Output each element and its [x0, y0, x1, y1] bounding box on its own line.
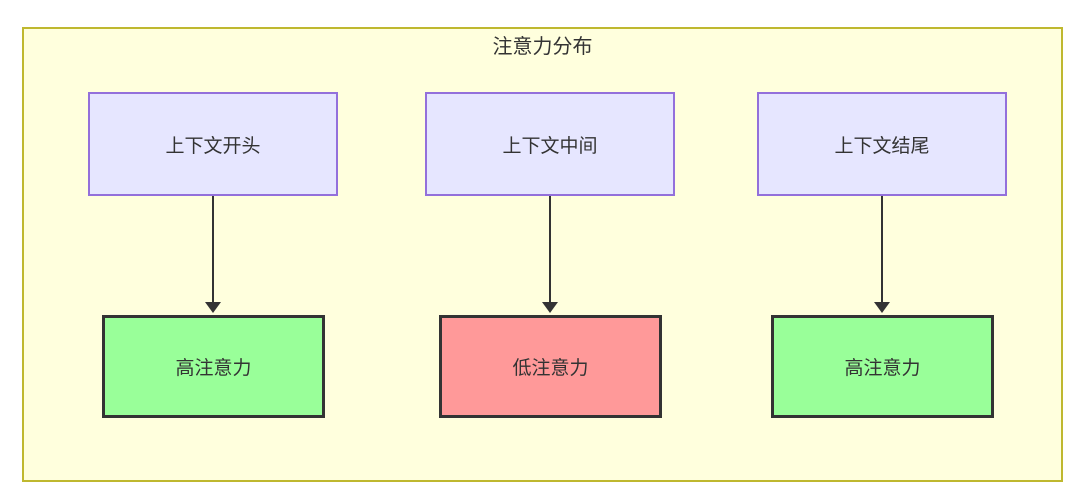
edge-arrowhead-context-start-to-attention — [205, 302, 221, 313]
edge-line-context-start-to-attention — [212, 196, 214, 302]
edge-arrowhead-context-end-to-attention — [874, 302, 890, 313]
edge-line-context-end-to-attention — [881, 196, 883, 302]
node-context-start-label: 上下文开头 — [165, 135, 261, 157]
node-context-end[interactable]: 上下文结尾 — [757, 92, 1007, 196]
node-attention-high-start[interactable]: 高注意力 — [102, 315, 325, 418]
node-attention-high-end-label: 高注意力 — [844, 358, 921, 379]
node-context-middle-label: 上下文中间 — [502, 135, 598, 157]
diagram-title: 注意力分布 — [492, 36, 593, 58]
edge-line-context-middle-to-attention — [549, 196, 551, 302]
node-context-middle[interactable]: 上下文中间 — [425, 92, 675, 196]
node-attention-high-end[interactable]: 高注意力 — [771, 315, 994, 418]
node-attention-low-middle-label: 低注意力 — [512, 358, 589, 379]
node-context-start[interactable]: 上下文开头 — [88, 92, 338, 196]
node-attention-low-middle[interactable]: 低注意力 — [439, 315, 662, 418]
node-attention-high-start-label: 高注意力 — [175, 358, 252, 379]
node-context-end-label: 上下文结尾 — [834, 135, 930, 157]
edge-arrowhead-context-middle-to-attention — [542, 302, 558, 313]
